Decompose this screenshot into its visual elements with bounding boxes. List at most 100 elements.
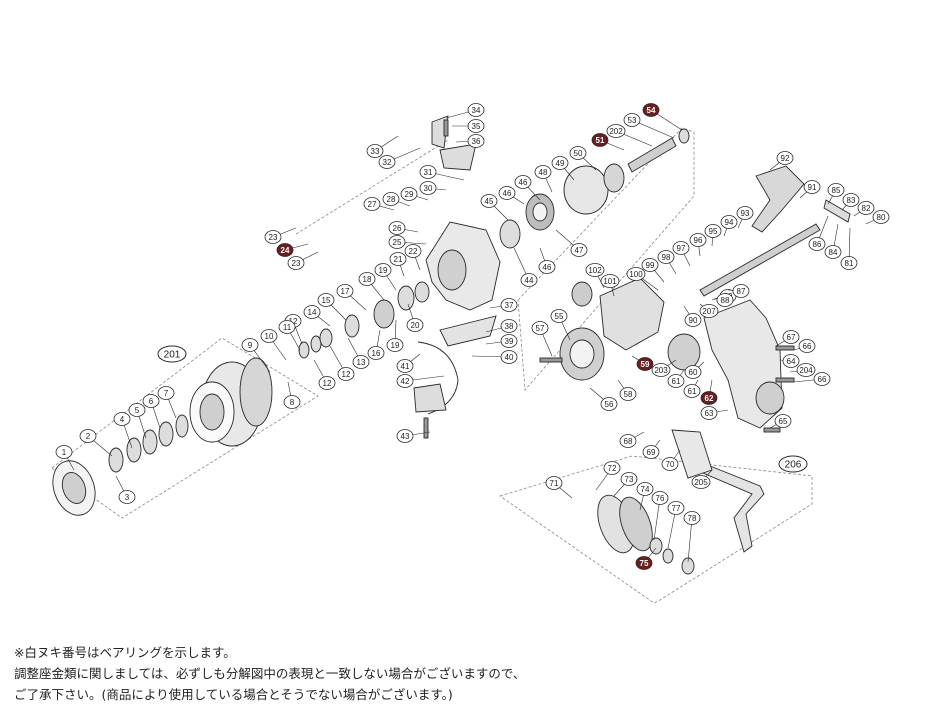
callout-84: 84	[824, 223, 842, 259]
callout-number: 11	[283, 323, 292, 332]
callout-46: 46	[514, 175, 541, 201]
group-number: 201	[164, 350, 181, 361]
callout-74: 74	[636, 482, 654, 511]
callout-78: 78	[683, 511, 701, 563]
callout-number: 24	[281, 246, 290, 255]
bearing-callout-badge	[276, 243, 294, 257]
callout-202: 202	[606, 124, 653, 147]
callout-56: 56	[589, 387, 618, 411]
callout-badge	[683, 384, 701, 398]
callout-badge	[388, 235, 406, 249]
callout-82: 82	[853, 201, 875, 217]
callout-number: 9	[248, 341, 253, 350]
callout-95: 95	[704, 224, 722, 247]
callout-92: 92	[769, 151, 794, 171]
spool-group-border	[51, 337, 319, 519]
callout-number: 90	[689, 316, 698, 325]
callout-53: 53	[623, 113, 675, 139]
callout-badge	[716, 293, 734, 307]
callout-number: 16	[372, 349, 381, 358]
callout-badge	[358, 272, 376, 286]
callout-number: 83	[847, 196, 856, 205]
callout-badge	[374, 263, 392, 277]
callout-65: 65	[769, 414, 792, 429]
note-washer-disclaimer-cont: ご了承下さい。(商品により使用している場合とそうでない場合がございます。)	[14, 687, 453, 702]
callout-badge	[840, 256, 858, 270]
callout-badge	[796, 363, 816, 377]
callout-number: 74	[641, 485, 650, 494]
callout-9: 9	[241, 338, 271, 373]
callout-66: 66	[793, 339, 816, 353]
side-plate	[751, 165, 805, 233]
callout-number: 94	[725, 218, 734, 227]
callout-72: 72	[595, 461, 621, 491]
callout-number: 34	[472, 106, 481, 115]
bearing-callout-badge	[700, 391, 718, 405]
callout-badge	[551, 156, 569, 170]
callout-badge	[142, 394, 160, 408]
group-label-206: 206	[778, 455, 808, 473]
callout-number: 70	[666, 460, 675, 469]
callout-18: 18	[358, 272, 385, 301]
callout-48: 48	[534, 165, 553, 193]
callout-number: 72	[608, 464, 617, 473]
callout-12: 12	[313, 359, 336, 390]
pinion-gear	[373, 299, 395, 329]
callout-number: 58	[624, 390, 633, 399]
callout-26: 26	[388, 221, 419, 235]
callout-badge	[691, 475, 711, 489]
callout-number: 204	[799, 366, 813, 375]
callout-badge	[803, 180, 821, 194]
callout-badge	[500, 350, 518, 364]
callout-33: 33	[366, 135, 399, 158]
callout-number: 67	[787, 333, 796, 342]
callout-number: 78	[688, 514, 697, 523]
callout-badge	[396, 374, 414, 388]
callout-badge	[514, 175, 532, 189]
group-label-201: 201	[157, 345, 187, 363]
callout-60: 60	[684, 361, 705, 379]
callout-57: 57	[531, 321, 553, 357]
note-bearing-legend: ※白ヌキ番号はベアリングを示します。	[14, 645, 236, 660]
callout-number: 12	[289, 317, 298, 326]
callout-number: 44	[525, 276, 534, 285]
callout-badge	[689, 233, 707, 247]
callout-badge	[672, 241, 690, 255]
callout-number: 61	[672, 377, 681, 386]
handle-arm	[695, 461, 765, 553]
callout-10: 10	[260, 329, 287, 361]
callout-66: 66	[793, 372, 831, 386]
callout-number: 43	[401, 432, 410, 441]
callout-97: 97	[672, 241, 691, 267]
callout-badge	[782, 354, 800, 368]
callout-70: 70	[661, 449, 681, 471]
callout-badge	[406, 318, 424, 332]
callout-96: 96	[689, 233, 707, 257]
callout-badge	[396, 429, 414, 443]
callout-number: 31	[424, 168, 433, 177]
callout-badge	[303, 305, 321, 319]
main-gear-housing	[563, 165, 609, 215]
callout-1: 1	[55, 445, 75, 471]
callout-61: 61	[683, 379, 701, 398]
callout-16: 16	[367, 329, 385, 360]
callout-23: 23	[264, 227, 297, 244]
callout-number: 49	[556, 159, 565, 168]
callout-badge	[419, 165, 437, 179]
body-group-border	[517, 127, 695, 391]
callout-41: 41	[396, 353, 421, 373]
callout-101: 101	[600, 274, 620, 297]
callout-badge	[278, 320, 296, 334]
callout-number: 28	[387, 195, 396, 204]
callout-number: 61	[688, 387, 697, 396]
callout-number: 84	[829, 248, 838, 257]
callout-number: 53	[628, 116, 637, 125]
callout-number: 26	[393, 224, 402, 233]
callout-badge	[531, 321, 549, 335]
callout-badge	[699, 304, 719, 318]
callout-badge	[720, 215, 738, 229]
callout-number: 5	[135, 406, 140, 415]
callout-badge	[732, 284, 750, 298]
